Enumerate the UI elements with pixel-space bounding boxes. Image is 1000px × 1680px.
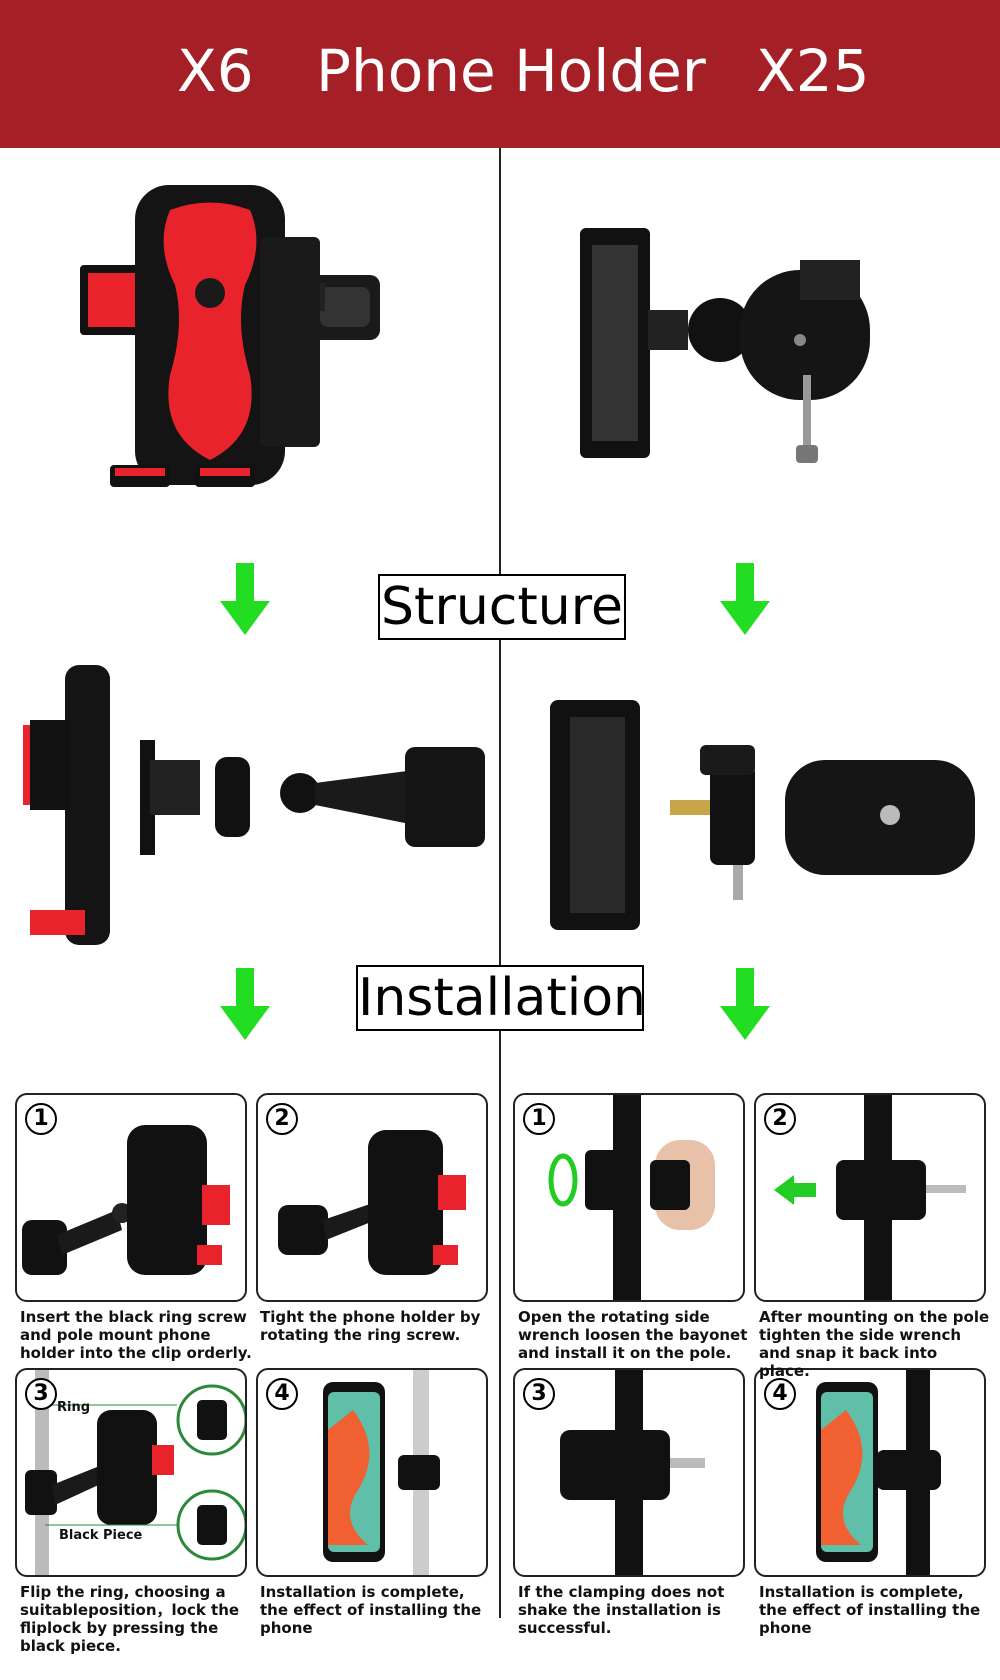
x6-step-4-card: 4 [256, 1368, 488, 1577]
header-left-model: X6 [177, 37, 254, 105]
x6-step-1-card: 1 [15, 1093, 247, 1302]
down-arrow-icon [720, 563, 770, 635]
x6-step-2-image [278, 1130, 466, 1275]
x25-assembled-image [580, 228, 870, 463]
x25-step-3-card: 3 [513, 1368, 745, 1577]
down-arrow-icon [220, 563, 270, 635]
header-title: Phone Holder [316, 37, 706, 105]
x25-step-4-caption: Installation is complete, the effect of … [759, 1583, 981, 1637]
x25-step-4-image [816, 1370, 941, 1575]
x6-step-4-image [323, 1370, 440, 1575]
x6-assembled-image [80, 185, 380, 487]
x6-step-3-image [25, 1370, 245, 1575]
installation-label: Installation [356, 965, 646, 1031]
header-right-model: X25 [756, 37, 870, 105]
center-divider [499, 148, 501, 1618]
step-number: 4 [764, 1378, 796, 1410]
step-number: 1 [523, 1103, 555, 1135]
ring-label: Ring [57, 1400, 91, 1415]
x25-step-2-card: 2 [754, 1093, 986, 1302]
x6-step-4-caption: Installation is complete, the effect of … [260, 1583, 482, 1637]
x25-step-2-caption: After mounting on the pole tighten the s… [759, 1308, 990, 1380]
x25-step-1-caption: Open the rotating side wrench loosen the… [518, 1308, 748, 1362]
x25-step-3-image [560, 1370, 705, 1575]
x25-exploded-image [550, 700, 975, 930]
step-number: 3 [25, 1378, 57, 1410]
x6-step-2-caption: Tight the phone holder by rotating the r… [260, 1308, 481, 1344]
x6-step-1-image [22, 1125, 230, 1275]
x25-step-3-caption: If the clamping does not shake the insta… [518, 1583, 725, 1637]
structure-label: Structure [378, 574, 626, 640]
step-number: 3 [523, 1378, 555, 1410]
x25-step-1-card: 1 [513, 1093, 745, 1302]
step-number: 2 [266, 1103, 298, 1135]
black-piece-label: Black Piece [59, 1528, 143, 1543]
step-number: 1 [25, 1103, 57, 1135]
step-number: 4 [266, 1378, 298, 1410]
down-arrow-icon [720, 968, 770, 1040]
x25-step-4-card: 4 [754, 1368, 986, 1577]
x6-step-2-card: 2 [256, 1093, 488, 1302]
down-arrow-icon [220, 968, 270, 1040]
step-number: 2 [764, 1103, 796, 1135]
x6-step-3-card: 3 Ring Black Piece [15, 1368, 247, 1577]
x6-step-3-caption: Flip the ring, choosing a suitablepositi… [20, 1583, 240, 1655]
x25-step-2-image [774, 1095, 966, 1300]
x6-step-1-caption: Insert the black ring screw and pole mou… [20, 1308, 252, 1362]
x25-step-1-image [548, 1095, 715, 1300]
header-banner: X6 Phone Holder X25 [0, 0, 1000, 148]
x6-exploded-image [23, 665, 485, 945]
